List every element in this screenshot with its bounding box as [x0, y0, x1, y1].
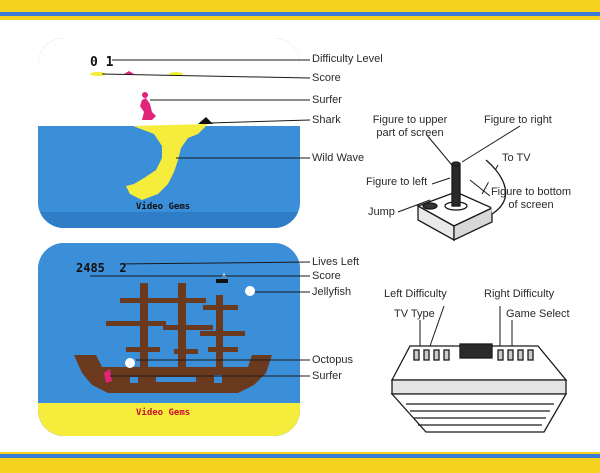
- surfer-head: [142, 92, 148, 98]
- ship-hull: [74, 355, 272, 393]
- shipwreck-screen: 2485 2 Video Gems: [38, 243, 300, 436]
- label-left-difficulty: Left Difficulty: [384, 288, 447, 300]
- ship-wreck: [74, 283, 272, 393]
- label-score-1: Score: [312, 72, 341, 84]
- ship-mast: [216, 295, 223, 383]
- ship-yard: [120, 298, 168, 303]
- label-to-tv: To TV: [502, 152, 531, 164]
- score-value: 2485: [76, 261, 105, 275]
- jellyfish-icon: [245, 286, 255, 296]
- surfer-figure: [140, 98, 156, 120]
- wild-wave: [126, 124, 208, 200]
- surf-cloud: [90, 72, 106, 76]
- top-border-band: [0, 0, 600, 20]
- surf-scene: [38, 38, 300, 228]
- lives-value: 2: [119, 261, 127, 275]
- label-figure-bottom: Figure to bottom of screen: [490, 186, 572, 211]
- surf-footer-strip: [38, 212, 300, 228]
- ship-yard: [174, 349, 198, 354]
- hull-gap: [214, 375, 222, 383]
- label-jellyfish: Jellyfish: [312, 286, 352, 298]
- ship-yard: [208, 347, 238, 352]
- surf-cloud: [169, 72, 183, 76]
- ship-mast: [140, 283, 148, 383]
- top-border-stripe: [0, 12, 600, 16]
- surf-score-digits: 0 1: [90, 55, 114, 70]
- ship-yard: [163, 325, 213, 330]
- label-octopus: Octopus: [312, 354, 353, 366]
- ship-mast: [178, 283, 186, 383]
- label-right-difficulty: Right Difficulty: [484, 288, 555, 300]
- shipwreck-scene: [38, 243, 300, 436]
- ship-yard: [106, 321, 166, 326]
- label-lives-left: Lives Left: [312, 256, 360, 268]
- shark-fin: [198, 117, 213, 124]
- ship-yard: [200, 331, 245, 336]
- boat-icon: [216, 279, 228, 283]
- label-difficulty-level: Difficulty Level: [312, 53, 383, 65]
- label-shark: Shark: [312, 114, 341, 126]
- label-tv-type: TV Type: [394, 308, 435, 320]
- octopus-icon: [125, 358, 135, 368]
- label-figure-upper: Figure to upper part of screen: [372, 114, 448, 139]
- shipwreck-sand: [38, 403, 300, 436]
- ship-yard: [126, 347, 160, 352]
- ship-yard: [160, 298, 206, 303]
- label-score-2: Score: [312, 270, 341, 282]
- shipwreck-footer-text: Video Gems: [136, 408, 191, 418]
- label-jump: Jump: [368, 206, 395, 218]
- shipwreck-surfer: [104, 369, 112, 383]
- label-surfer-2: Surfer: [312, 370, 342, 382]
- label-wild-wave: Wild Wave: [312, 152, 365, 164]
- hull-gap: [130, 377, 138, 383]
- label-figure-left: Figure to left: [366, 176, 428, 188]
- surf-screen: 0 1 Video Gems: [38, 38, 300, 228]
- label-figure-right: Figure to right: [484, 114, 552, 126]
- surf-sky: [38, 38, 300, 126]
- surf-footer-text: Video Gems: [136, 202, 191, 212]
- lives-score-readout: 2485 2: [76, 262, 127, 275]
- bottom-border-stripe: [0, 454, 600, 458]
- bottom-border-band: [0, 452, 600, 473]
- surfboard: [134, 120, 168, 124]
- label-game-select: Game Select: [506, 308, 570, 320]
- label-surfer-1: Surfer: [312, 94, 342, 106]
- hull-gap: [156, 377, 196, 382]
- ship-yard: [203, 305, 238, 310]
